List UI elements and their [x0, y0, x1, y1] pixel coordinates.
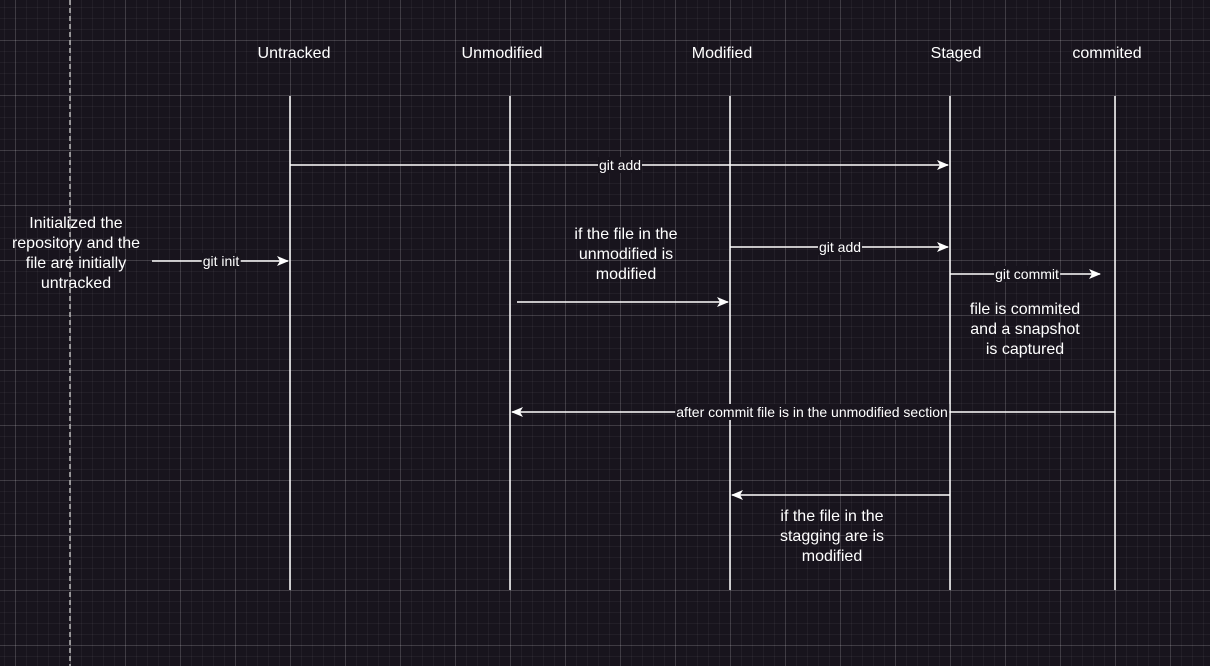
- label-git-add-modified: git add: [817, 239, 863, 255]
- lane-title-untracked: Untracked: [257, 45, 331, 62]
- note-staging-modified: if the file in the stagging are is modif…: [779, 508, 885, 565]
- note-initialized-repository: Initialized the repository and the file …: [11, 215, 141, 292]
- label-after-commit: after commit file is in the unmodified s…: [675, 404, 949, 420]
- label-git-add-untracked: git add: [597, 157, 643, 173]
- note-unmodified-modified: if the file in the unmodified is modifie…: [574, 226, 678, 283]
- lane-title-modified: Modified: [691, 45, 753, 62]
- lane-title-commited: commited: [1072, 45, 1142, 62]
- note-commit-snapshot: file is commited and a snapshot is captu…: [969, 301, 1081, 358]
- label-git-commit: git commit: [994, 266, 1060, 282]
- lane-title-unmodified: Unmodified: [461, 45, 543, 62]
- lane-title-staged: Staged: [930, 45, 982, 62]
- label-git-init: git init: [201, 253, 241, 269]
